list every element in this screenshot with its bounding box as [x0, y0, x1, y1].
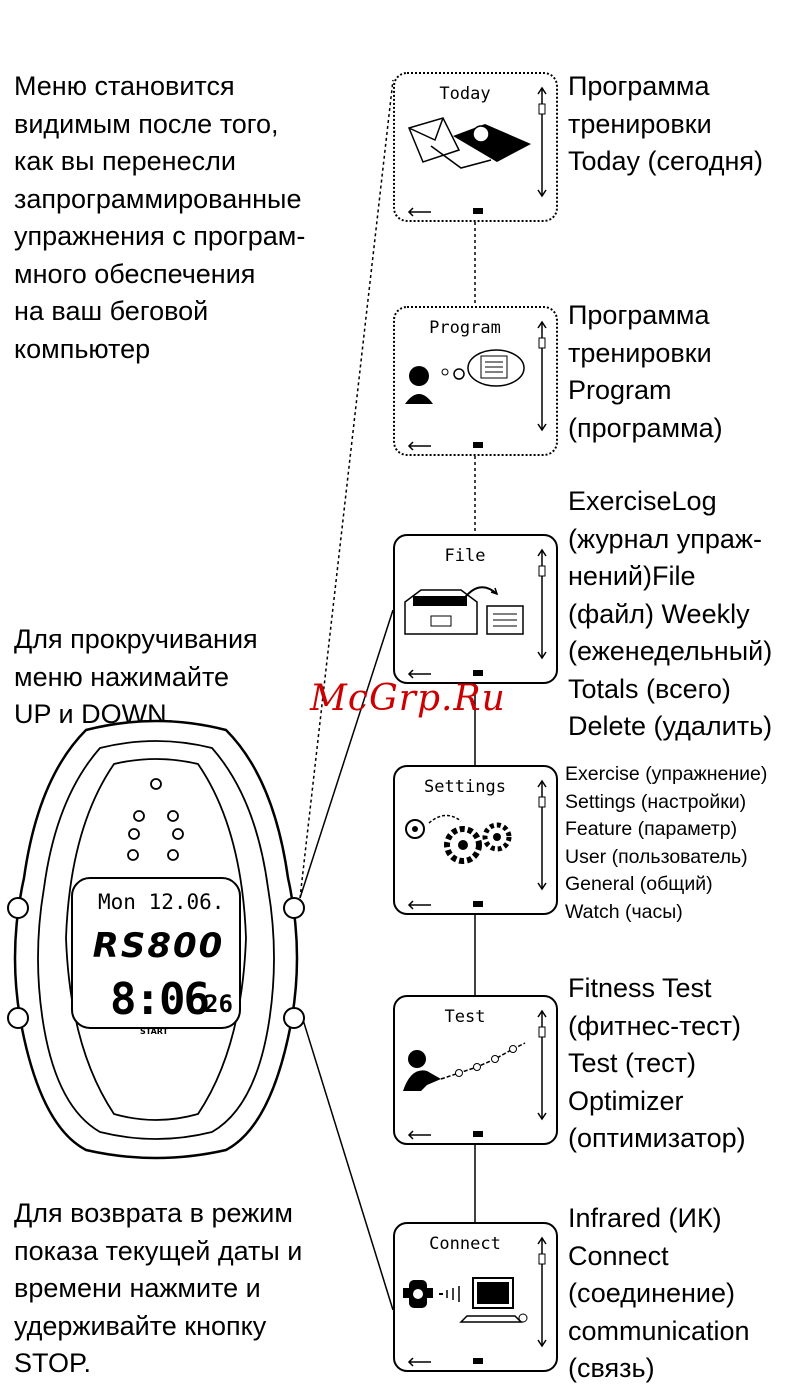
program-scroll-icon	[537, 320, 547, 432]
connect-back-icon	[407, 1357, 483, 1367]
program-screen: Program	[393, 306, 558, 456]
file-screen: File	[393, 534, 558, 684]
watch-model: RS800	[92, 926, 225, 966]
test-back-icon	[407, 1130, 483, 1140]
file-screen-title: File	[444, 546, 486, 566]
program-back-icon	[407, 441, 483, 451]
settings-screen: Settings	[393, 765, 558, 915]
connect-description: Infrared (ИК) Connect (соединение) commu…	[568, 1203, 750, 1383]
today-screen-title: Today	[439, 84, 491, 104]
test-screen: Test	[393, 995, 558, 1145]
watch-seconds: 26	[204, 990, 233, 1018]
return-note: Для возврата в режим показа текущей даты…	[14, 1198, 303, 1378]
today-screen: Today	[393, 72, 558, 222]
program-screen-title: Program	[429, 318, 501, 338]
scroll-note: Для прокручивания меню нажимайте UP и DO…	[14, 624, 258, 729]
file-back-icon	[407, 669, 483, 679]
test-screen-title: Test	[444, 1007, 486, 1027]
connect-screen-title: Connect	[429, 1234, 501, 1254]
program-coach-icon	[405, 349, 525, 404]
file-scroll-icon	[537, 548, 547, 660]
file-description: ExerciseLog (журнал упраж- нений)File (ф…	[568, 486, 773, 741]
menu-visible-note: Меню становится видимым после того, как …	[14, 71, 306, 364]
settings-back-icon	[407, 900, 483, 910]
settings-description: Exercise (упражнение) Settings (настройк…	[565, 763, 768, 923]
file-folders-icon	[404, 586, 524, 635]
test-scroll-icon	[537, 1009, 547, 1121]
today-envelope-icon	[407, 117, 531, 169]
connect-infrared-icon	[403, 1277, 528, 1323]
today-scroll-icon	[537, 86, 547, 198]
watermark: McGrp.Ru	[310, 678, 506, 719]
watch-time: 8:06	[110, 974, 210, 1025]
settings-scroll-icon	[537, 779, 547, 891]
program-description: Программа тренировки Program (программа)	[568, 300, 723, 443]
settings-screen-title: Settings	[424, 777, 506, 797]
test-description: Fitness Test (фитнес-тест) Test (тест) O…	[568, 973, 746, 1153]
connect-scroll-icon	[537, 1236, 547, 1348]
today-description: Программа тренировки Today (сегодня)	[568, 71, 764, 176]
watch: Mon 12.06. RS800 8:06 26 START	[6, 718, 306, 1160]
connect-screen: Connect	[393, 1222, 558, 1372]
test-person-icon	[403, 1042, 526, 1091]
today-back-icon	[407, 207, 483, 217]
watch-date: Mon 12.06.	[98, 890, 225, 914]
watch-start-label: START	[140, 1027, 169, 1036]
settings-gears-icon	[405, 814, 512, 864]
